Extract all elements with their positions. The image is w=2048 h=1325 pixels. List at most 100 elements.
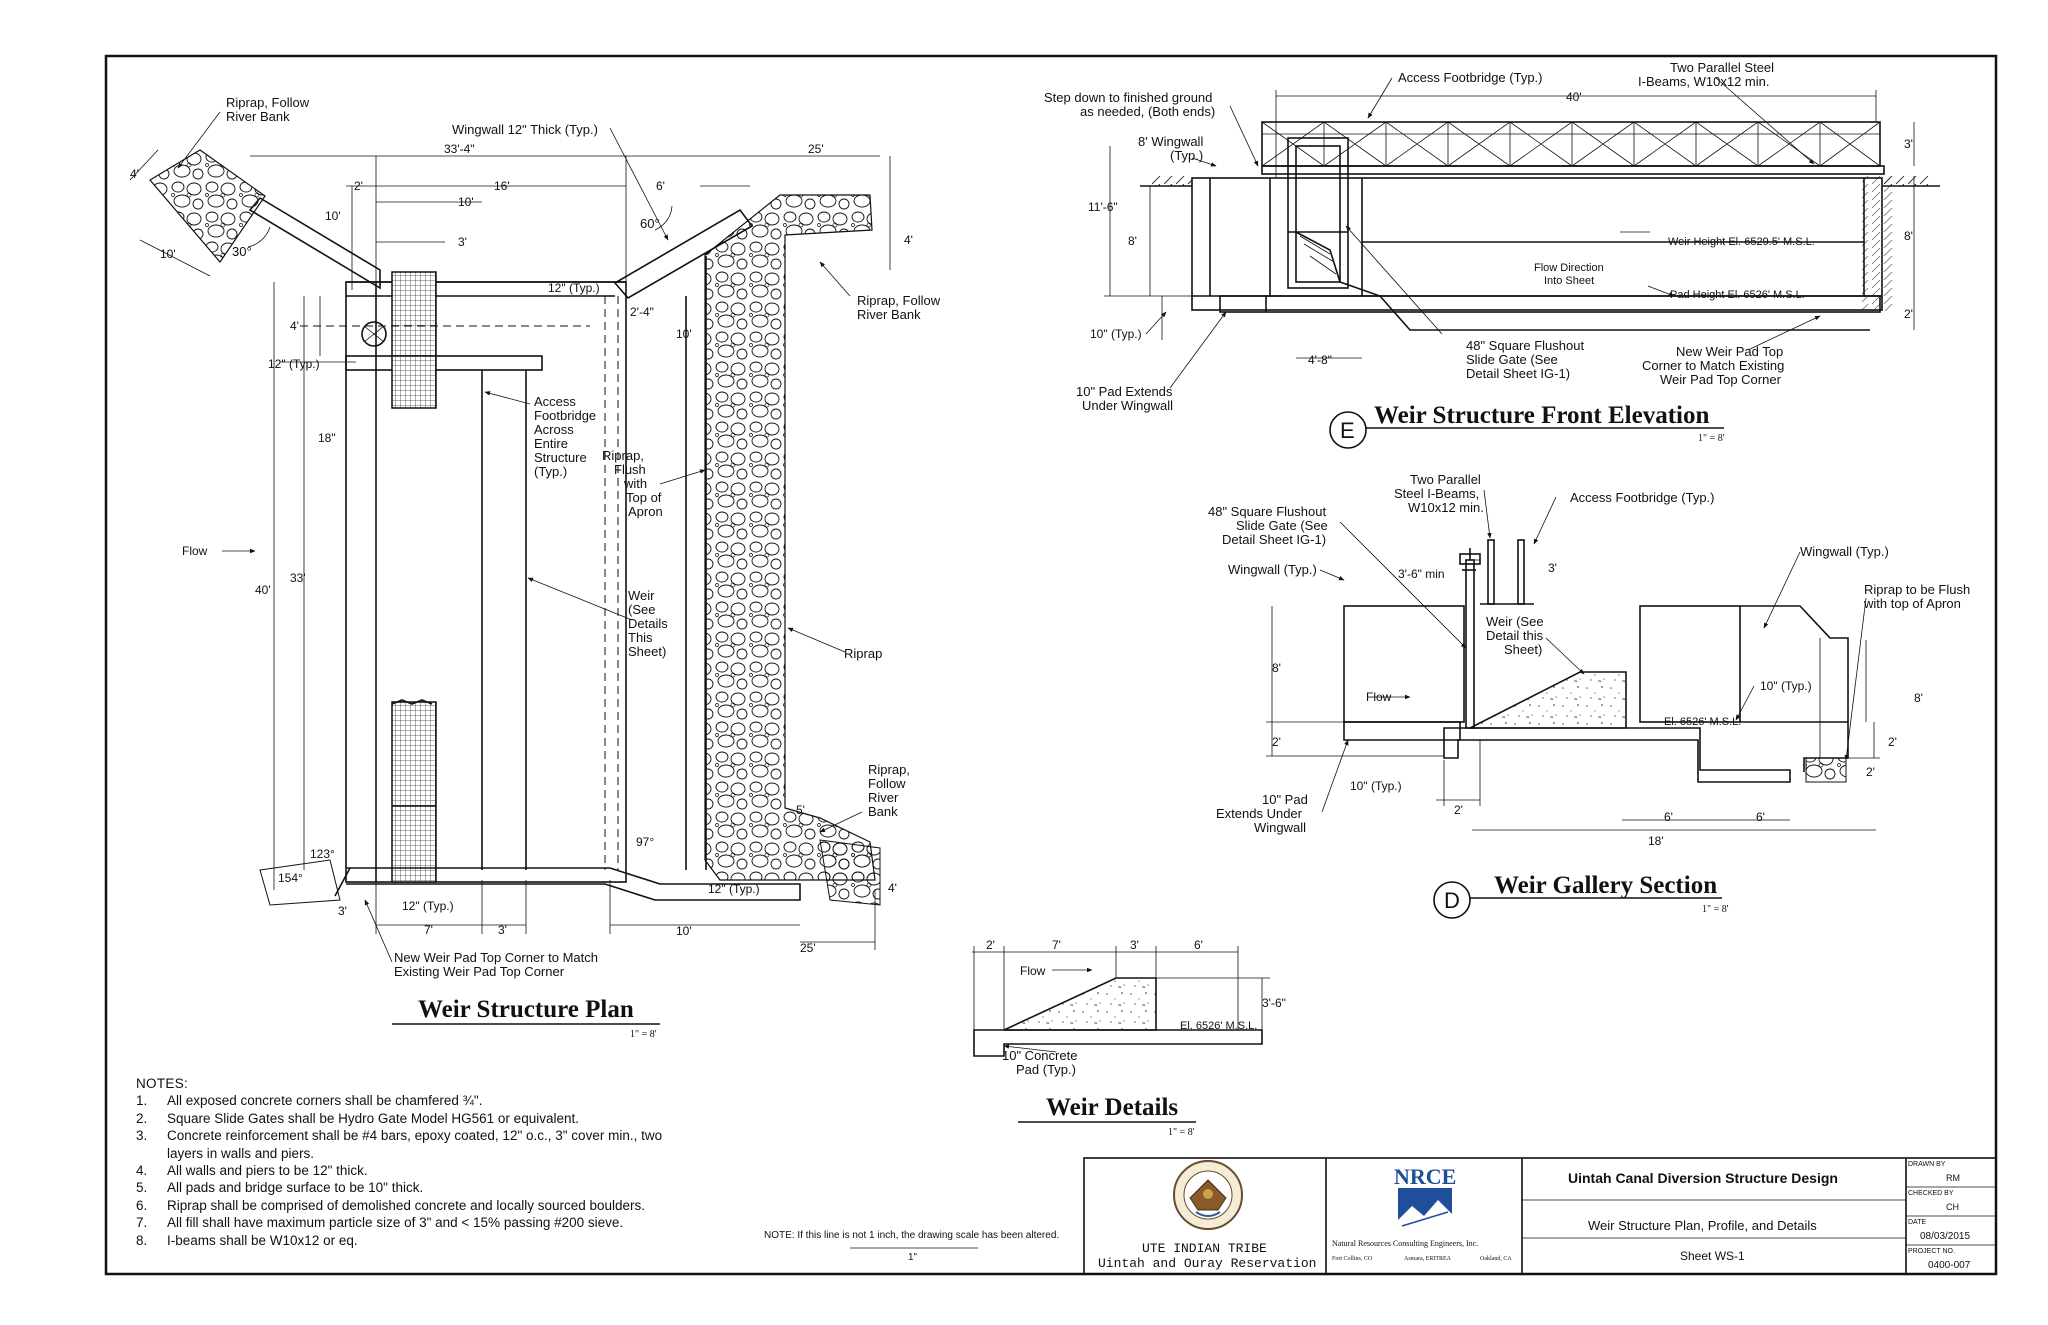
wd-title: Weir Details bbox=[1046, 1094, 1178, 1121]
fe-dim: 4'-8" bbox=[1308, 353, 1332, 367]
project-no: 0400-007 bbox=[1928, 1260, 1971, 1271]
gs-scale: 1" = 8' bbox=[1702, 904, 1729, 915]
gs-dim: 10" (Typ.) bbox=[1760, 679, 1812, 693]
plan-dim: 25' bbox=[808, 142, 824, 156]
date-label: DATE bbox=[1908, 1219, 1926, 1226]
plan-dim: 6' bbox=[656, 179, 665, 193]
gs-callout-wingwall-right: Wingwall (Typ.) bbox=[1800, 544, 1889, 559]
fe-callout-wingwall: 8' Wingwall(Typ.) bbox=[1138, 134, 1203, 163]
note-number: 2. bbox=[136, 1110, 148, 1126]
date: 08/03/2015 bbox=[1920, 1231, 1970, 1242]
project-title: Uintah Canal Diversion Structure Design bbox=[1568, 1170, 1838, 1186]
gs-dim: 8' bbox=[1272, 661, 1281, 675]
fe-title: Weir Structure Front Elevation bbox=[1374, 402, 1709, 429]
gs-dim: 6' bbox=[1756, 810, 1765, 824]
plan-dim: 4' bbox=[130, 167, 139, 181]
note-text: All pads and bridge surface to be 10" th… bbox=[167, 1180, 424, 1196]
note-text: All exposed concrete corners shall be ch… bbox=[167, 1093, 483, 1109]
wd-dim: 2' bbox=[986, 938, 995, 952]
plan-dim: 3' bbox=[338, 904, 347, 918]
plan-dim: 2' bbox=[354, 179, 363, 193]
plan-dim: 60° bbox=[640, 216, 660, 231]
gs-dim: 8' bbox=[1914, 691, 1923, 705]
note-number: 3. bbox=[136, 1128, 148, 1144]
note-item: 2.Square Slide Gates shall be Hydro Gate… bbox=[136, 1110, 687, 1127]
plan-scale: 1" = 8' bbox=[630, 1029, 657, 1040]
gs-callout-footbridge: Access Footbridge (Typ.) bbox=[1570, 490, 1715, 505]
gs-dim: 3' bbox=[1548, 561, 1557, 575]
plan-dim: 33' bbox=[290, 571, 306, 585]
ute-tribe-seal bbox=[1173, 1160, 1243, 1230]
fe-weir-height: Weir Height El. 6529.5' M.S.L. bbox=[1668, 236, 1815, 248]
tribe-line1: UTE INDIAN TRIBE bbox=[1142, 1241, 1267, 1256]
wd-scale: 1" = 8' bbox=[1168, 1127, 1195, 1138]
wd-el: El. 6526' M.S.L. bbox=[1180, 1020, 1257, 1032]
gs-flow: Flow bbox=[1366, 690, 1392, 704]
plan-dim: 33'-4" bbox=[444, 142, 475, 156]
gs-dim: 3'-6" min bbox=[1398, 567, 1445, 581]
nrce-office-2: Asmara, ERITREA bbox=[1404, 1256, 1452, 1262]
gs-marker: D bbox=[1444, 888, 1460, 913]
plan-dim: 18" bbox=[318, 431, 336, 445]
nrce-logo-text: NRCE bbox=[1394, 1164, 1456, 1189]
sheet-title: Weir Structure Plan, Profile, and Detail… bbox=[1588, 1218, 1817, 1233]
scale-note-text: NOTE: If this line is not 1 inch, the dr… bbox=[764, 1230, 1059, 1241]
note-item: 8. I-beams shall be W10x12 or eq. bbox=[136, 1232, 687, 1249]
note-number: 4. bbox=[136, 1163, 148, 1179]
plan-dim: 3' bbox=[498, 923, 507, 937]
fe-dim: 40' bbox=[1566, 90, 1582, 104]
wd-dim: 6' bbox=[1194, 938, 1203, 952]
note-number: 6. bbox=[136, 1197, 148, 1213]
note-number: 8. bbox=[136, 1232, 148, 1248]
plan-dim: 123° bbox=[310, 847, 335, 861]
note-item: 6.Riprap shall be comprised of demolishe… bbox=[136, 1197, 687, 1214]
project-no-label: PROJECT NO. bbox=[1908, 1248, 1955, 1255]
gs-dim: 2' bbox=[1888, 735, 1897, 749]
plan-dim: 5' bbox=[796, 803, 805, 817]
fe-dim: 10" (Typ.) bbox=[1090, 327, 1142, 341]
title-block: UTE INDIAN TRIBE Uintah and Ouray Reserv… bbox=[1083, 1157, 1997, 1275]
plan-title: Weir Structure Plan bbox=[418, 996, 634, 1023]
plan-dim: 10' bbox=[160, 247, 176, 261]
note-text: Concrete reinforcement shall be #4 bars,… bbox=[167, 1128, 663, 1161]
plan-dim: 3' bbox=[458, 235, 467, 249]
fe-dim: 3' bbox=[1904, 137, 1913, 151]
scale-note-bar-label: 1" bbox=[908, 1252, 918, 1263]
plan-dim: 10' bbox=[676, 327, 692, 341]
nrce-logo: NRCE bbox=[1394, 1164, 1456, 1232]
plan-dim: 40' bbox=[255, 583, 271, 597]
gs-dim: 10" (Typ.) bbox=[1350, 779, 1402, 793]
note-number: 5. bbox=[136, 1180, 148, 1196]
notes-list: 1. All exposed concrete corners shall be … bbox=[136, 1092, 687, 1249]
drawn-by: RM bbox=[1946, 1173, 1960, 1183]
nrce-office-3: Oakland, CA bbox=[1480, 1256, 1512, 1262]
plan-flow-label: Flow bbox=[182, 544, 208, 558]
plan-dim: 2'-4" bbox=[630, 305, 654, 319]
plan-callout-wingwall: Wingwall 12" Thick (Typ.) bbox=[452, 122, 598, 137]
plan-dim: 10' bbox=[676, 924, 692, 938]
drawn-by-label: DRAWN BY bbox=[1908, 1161, 1946, 1168]
sheet-border bbox=[104, 54, 1998, 1276]
gs-dim: 6' bbox=[1664, 810, 1673, 824]
plan-dim: 4' bbox=[888, 881, 897, 895]
checked-by-label: CHECKED BY bbox=[1908, 1190, 1954, 1197]
note-text: I-beams shall be W10x12 or eq. bbox=[167, 1232, 358, 1248]
plan-dim: 10' bbox=[325, 209, 341, 223]
plan-view bbox=[129, 111, 891, 963]
fe-pad-height: Pad Height El. 6526' M.S.L. bbox=[1670, 289, 1805, 301]
note-number: 1. bbox=[136, 1093, 148, 1109]
plan-dim: 25' bbox=[800, 941, 816, 955]
notes-block: NOTES: 1.All exposed concrete corners sh… bbox=[136, 1075, 687, 1249]
plan-dim: 154° bbox=[278, 871, 303, 885]
